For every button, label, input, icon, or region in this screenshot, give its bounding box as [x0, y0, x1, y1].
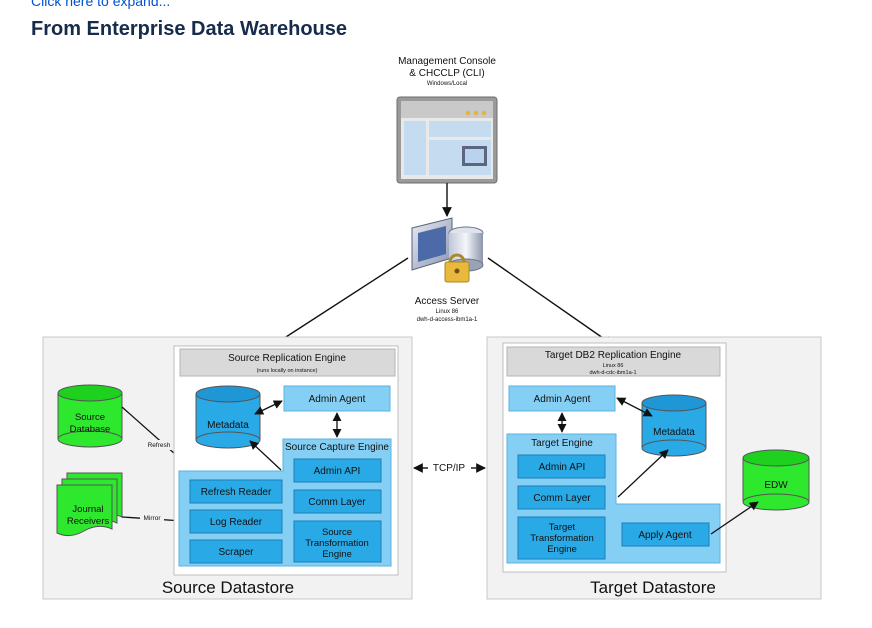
- arrow-target-admin-metadata: [616, 397, 653, 417]
- target-engine-label: Target Engine: [531, 438, 593, 449]
- scraper-label: Scraper: [218, 547, 254, 558]
- source-admin-agent-label: Admin Agent: [309, 394, 366, 405]
- arrow-access-to-target: [487, 257, 614, 346]
- access-server-icon: [411, 217, 484, 283]
- refresh-reader-label: Refresh Reader: [201, 487, 272, 498]
- apply-agent-label: Apply Agent: [638, 530, 692, 541]
- arrow-access-to-source: [271, 257, 409, 347]
- expand-link[interactable]: Click here to expand...: [31, 0, 171, 9]
- source-transformation-engine: [293, 520, 382, 563]
- edw-label: EDW: [764, 480, 788, 491]
- target-transformation-engine: [517, 516, 606, 560]
- source-transformation-label-3: Engine: [322, 549, 352, 560]
- target-admin-agent: [508, 385, 616, 412]
- source-database-label-1: Source: [75, 412, 105, 423]
- source-database-label-2: Database: [70, 424, 111, 435]
- journal-receivers-icon: [56, 472, 123, 537]
- page-heading: From Enterprise Data Warehouse: [31, 18, 348, 40]
- edw-cylinder: [742, 449, 810, 511]
- console-title-1: Management Console: [398, 56, 496, 67]
- arrow-source-metadata-admin: [254, 400, 283, 415]
- tcpip-label: TCP/IP: [433, 463, 466, 474]
- console-subtitle: Windows/Local: [427, 81, 467, 87]
- console-window-icon: [396, 96, 498, 184]
- source-database-cylinder: [57, 384, 123, 448]
- source-admin-api-label: Admin API: [314, 466, 361, 477]
- journal-receivers-label-2: Receivers: [67, 516, 109, 527]
- refresh-label: Refresh: [148, 442, 171, 449]
- console-title-2: & CHCCLP (CLI): [409, 68, 484, 79]
- target-admin-api-label: Admin API: [539, 462, 586, 473]
- arrow-capture-to-metadata: [249, 440, 282, 471]
- source-metadata-label: Metadata: [207, 420, 249, 431]
- target-datastore-label: Target Datastore: [590, 578, 716, 597]
- source-engine-title: Source Replication Engine: [228, 353, 346, 364]
- mirror-label: Mirror: [144, 515, 162, 522]
- target-transformation-label-2: Transformation: [530, 533, 594, 544]
- target-comm-layer-label: Comm Layer: [533, 493, 591, 504]
- source-capture-engine-label: Source Capture Engine: [285, 442, 389, 453]
- target-admin-api: [517, 454, 606, 479]
- target-comm-layer: [517, 485, 606, 510]
- source-transformation-label-1: Source: [322, 527, 352, 538]
- source-admin-agent: [283, 385, 391, 412]
- target-transformation-label-3: Engine: [547, 544, 577, 555]
- target-admin-agent-label: Admin Agent: [534, 394, 591, 405]
- refresh-reader: [189, 479, 283, 504]
- source-metadata-cylinder: [195, 385, 261, 449]
- source-datastore-label: Source Datastore: [162, 578, 294, 597]
- target-metadata-cylinder: [641, 394, 707, 457]
- source-engine-note: (runs locally on instance): [257, 368, 318, 374]
- access-server-line1: Linux 86: [436, 309, 459, 315]
- scraper: [189, 539, 283, 564]
- target-transformation-label-1: Target: [549, 522, 576, 533]
- apply-agent: [621, 522, 710, 547]
- source-comm-layer: [293, 489, 382, 514]
- target-engine-line1: Linux 86: [603, 363, 624, 369]
- target-engine-line2: dwh-d-cdc-ibm1a-1: [589, 370, 636, 376]
- target-engine-title: Target DB2 Replication Engine: [545, 350, 682, 361]
- source-transformation-label-2: Transformation: [305, 538, 369, 549]
- log-reader-label: Log Reader: [210, 517, 263, 528]
- source-comm-layer-label: Comm Layer: [308, 497, 366, 508]
- arrow-apply-to-edw: [710, 501, 759, 535]
- access-server-title: Access Server: [415, 296, 480, 307]
- journal-receivers-label-1: Journal: [72, 504, 103, 515]
- log-reader: [189, 509, 283, 534]
- target-metadata-label: Metadata: [653, 427, 695, 438]
- arrow-engine-to-target-metadata: [617, 449, 669, 498]
- source-admin-api: [293, 458, 382, 483]
- access-server-line2: dwh-d-access-ibm1a-1: [417, 317, 478, 323]
